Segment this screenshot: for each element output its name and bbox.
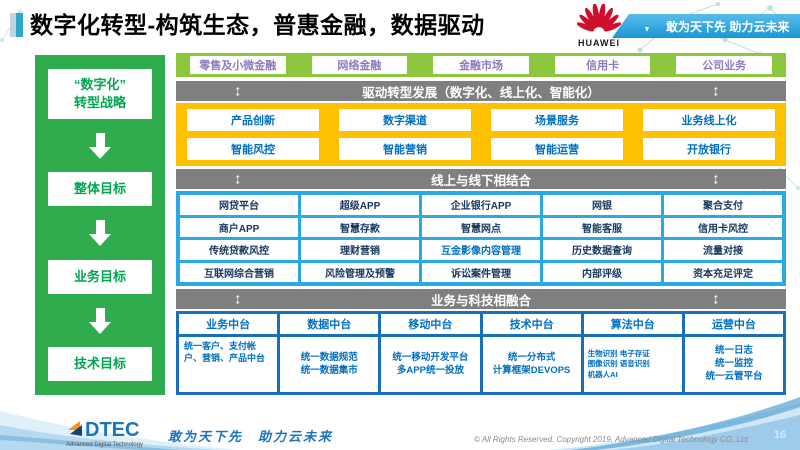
capabilities-section: 产品创新 数字渠道 场景服务 业务线上化 智能风控 智能营销 智能运营 开放银行 [176, 103, 786, 166]
channel-box: 网银 [543, 195, 661, 215]
business-line-box: 公司业务 [676, 56, 772, 74]
platform-details: 生物识别 电子存证 图像识别 语音识别 机器人AI [583, 337, 682, 392]
footer-copyright: © All Rights Reserved. Copyright 2019, A… [474, 435, 748, 444]
up-down-arrow-icon: ↕ [234, 290, 242, 308]
down-arrow-icon [89, 132, 111, 159]
goal-box: 业务目标 [48, 259, 152, 294]
platform-title: 运营中台 [684, 314, 784, 334]
platform-column: 业务中台 统一客户、支付帐户、营销、产品中台 [179, 314, 278, 392]
business-line-box: 信用卡 [554, 56, 651, 74]
channel-box: 智慧存款 [301, 217, 419, 237]
capability-box: 场景服务 [491, 109, 623, 131]
dtec-logo: DTEC [66, 419, 140, 441]
channel-box: 聚合支付 [664, 195, 782, 215]
page-number: 16 [773, 429, 786, 441]
platform-title: 算法中台 [583, 314, 682, 334]
platform-details: 统一日志 统一监控 统一云管平台 [684, 337, 784, 392]
channel-box: 流量对接 [664, 240, 782, 260]
huawei-flower-icon [576, 2, 622, 32]
platforms-section: 业务中台 统一客户、支付帐户、营销、产品中台 数据中台 统一数据规范 统一数据集… [176, 311, 786, 395]
channels-section: 网贷平台 超级APP 企业银行APP 网银 聚合支付 商户APP 智慧存款 智慧… [176, 191, 786, 286]
strategy-box: “数字化” 转型战略 [48, 68, 152, 119]
channel-box: 风险管理及预警 [301, 262, 419, 282]
business-line-box: 金融市场 [433, 56, 529, 74]
slogan-ribbon: 敢为天下先 助力云未来 [612, 14, 800, 38]
channel-box: 诉讼案件管理 [422, 262, 540, 282]
channel-box: 企业银行APP [422, 195, 540, 215]
platform-column: 技术中台 统一分布式 计算框架DEVOPS [482, 314, 581, 392]
dtec-logo-subtext: Advanced Digital Technology [66, 442, 143, 448]
dtec-logo-icon [68, 421, 82, 436]
channel-box: 传统贷款风控 [180, 240, 298, 260]
down-arrow-icon [89, 307, 111, 334]
banner-text: 驱动转型发展（数字化、线上化、智能化） [362, 85, 600, 100]
channel-box: 智能客服 [543, 217, 661, 237]
channel-box: 资本充足评定 [664, 262, 782, 282]
platform-column: 运营中台 统一日志 统一监控 统一云管平台 [684, 314, 784, 392]
wave-decoration [550, 397, 800, 450]
up-down-arrow-icon: ↕ [712, 290, 720, 308]
wave-decoration [0, 411, 240, 450]
platform-title: 业务中台 [179, 314, 278, 334]
strategy-line-1: “数字化” [73, 77, 126, 93]
strategy-sidebar: “数字化” 转型战略 整体目标 业务目标 技术目标 [35, 55, 165, 395]
channel-box: 互联网综合营销 [180, 262, 298, 282]
capability-box: 产品创新 [187, 109, 319, 131]
capability-box: 业务线上化 [643, 109, 775, 131]
platform-title: 数据中台 [280, 314, 379, 334]
channel-box: 信用卡风控 [664, 217, 782, 237]
capability-box: 智能营销 [339, 138, 471, 160]
down-arrow-icon [89, 220, 111, 246]
banner-text: 线上与线下相结合 [430, 173, 531, 188]
dtec-wordmark: DTEC [85, 419, 140, 441]
platform-column: 移动中台 统一移动开发平台 多APP统一投放 [381, 314, 480, 392]
platform-details: 统一数据规范 统一数据集市 [280, 337, 379, 392]
slide-title: 数字化转型-构筑生态，普惠金融，数据驱动 [30, 12, 485, 38]
platform-column: 数据中台 统一数据规范 统一数据集市 [280, 314, 379, 392]
channel-box: 互金影像内容管理 [422, 240, 540, 260]
platform-details: 统一移动开发平台 多APP统一投放 [381, 337, 480, 392]
up-down-arrow-icon: ↕ [712, 82, 720, 100]
banner-online-offline: ↕ 线上与线下相结合 ↕ [176, 169, 786, 189]
huawei-logo: HUAWEI [576, 2, 622, 48]
banner-tech-fusion: ↕ 业务与科技相融合 ↕ [176, 289, 786, 309]
capability-box: 智能运营 [491, 138, 623, 160]
platform-column: 算法中台 生物识别 电子存证 图像识别 语音识别 机器人AI [583, 314, 682, 392]
channel-box: 智慧网点 [422, 217, 540, 237]
channel-box: 超级APP [301, 195, 419, 215]
business-lines-row: 零售及小微金融 网络金融 金融市场 信用卡 公司业务 [176, 53, 786, 77]
platform-title: 移动中台 [381, 314, 480, 334]
goal-box: 整体目标 [48, 172, 152, 207]
banner-text: 业务与科技相融合 [430, 293, 531, 308]
up-down-arrow-icon: ↕ [234, 82, 242, 100]
up-down-arrow-icon: ↕ [712, 170, 720, 188]
banner-drive-transformation: ↕ 驱动转型发展（数字化、线上化、智能化） ↕ [176, 81, 786, 101]
capability-box: 智能风控 [187, 138, 319, 160]
channel-box: 历史数据查询 [543, 240, 661, 260]
capability-box: 开放银行 [643, 138, 775, 160]
channel-box: 内部评级 [543, 262, 661, 282]
business-line-box: 网络金融 [311, 56, 408, 74]
huawei-wordmark: HUAWEI [578, 38, 620, 48]
goal-box: 技术目标 [48, 347, 152, 382]
ribbon-slogan-text: 敢为天下先 助力云未来 [666, 19, 790, 34]
footer-slogan: 敢为天下先 助力云未来 [168, 429, 334, 444]
strategy-line-2: 转型战略 [73, 94, 126, 110]
channel-box: 商户APP [180, 217, 298, 237]
channel-box: 理财营销 [301, 240, 419, 260]
capability-box: 数字渠道 [339, 109, 471, 131]
platform-details: 统一客户、支付帐户、营销、产品中台 [179, 337, 278, 392]
platform-details: 统一分布式 计算框架DEVOPS [482, 337, 581, 392]
business-line-box: 零售及小微金融 [190, 56, 286, 74]
title-accent-mark [10, 13, 23, 37]
platform-title: 技术中台 [482, 314, 581, 334]
up-down-arrow-icon: ↕ [234, 170, 242, 188]
channel-box: 网贷平台 [180, 195, 298, 215]
paper-plane-icon [639, 19, 657, 32]
